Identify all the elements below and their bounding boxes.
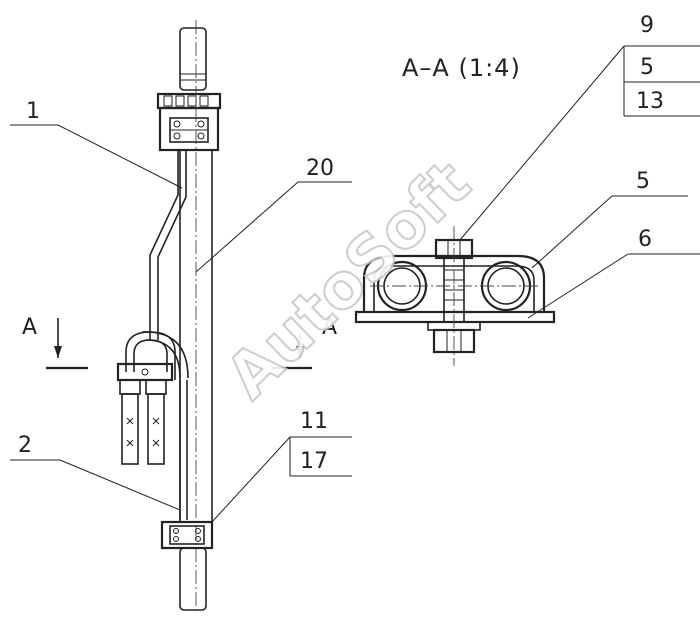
svg-text:13: 13	[636, 89, 664, 114]
hose-left	[121, 393, 139, 465]
callout-6: 6	[527, 227, 700, 319]
bottom-stub	[179, 547, 207, 611]
hose-clamp	[116, 362, 174, 382]
bent-pipe	[149, 150, 187, 340]
nut	[432, 328, 476, 354]
section-view	[354, 226, 556, 366]
section-letter-right: A	[322, 315, 337, 340]
svg-text:2: 2	[18, 433, 32, 458]
base-plate	[354, 310, 556, 324]
svg-text:5: 5	[636, 169, 650, 194]
svg-text:9: 9	[640, 13, 654, 38]
section-marker-right: A	[272, 315, 337, 370]
svg-text:20: 20	[306, 156, 334, 181]
svg-text:6: 6	[638, 227, 652, 252]
callout-2: 2	[10, 433, 181, 511]
main-assembly	[116, 20, 222, 611]
callout-5: 5	[531, 169, 688, 269]
section-marker-left: A	[22, 315, 88, 370]
hose-right	[147, 393, 165, 465]
callout-20: 20	[195, 156, 352, 273]
svg-text:17: 17	[300, 449, 328, 474]
section-title: A–A (1:4)	[402, 54, 521, 82]
callout-1: 1	[10, 99, 183, 189]
svg-text:5: 5	[640, 55, 654, 80]
section-letter-left: A	[22, 315, 37, 340]
callout-9-5-13: 9 5 13	[459, 13, 700, 241]
top-stub	[179, 27, 207, 91]
svg-text:11: 11	[300, 409, 328, 434]
callout-11-17: 11 17	[211, 409, 352, 523]
svg-text:1: 1	[26, 99, 40, 124]
top-clamp	[158, 106, 220, 152]
